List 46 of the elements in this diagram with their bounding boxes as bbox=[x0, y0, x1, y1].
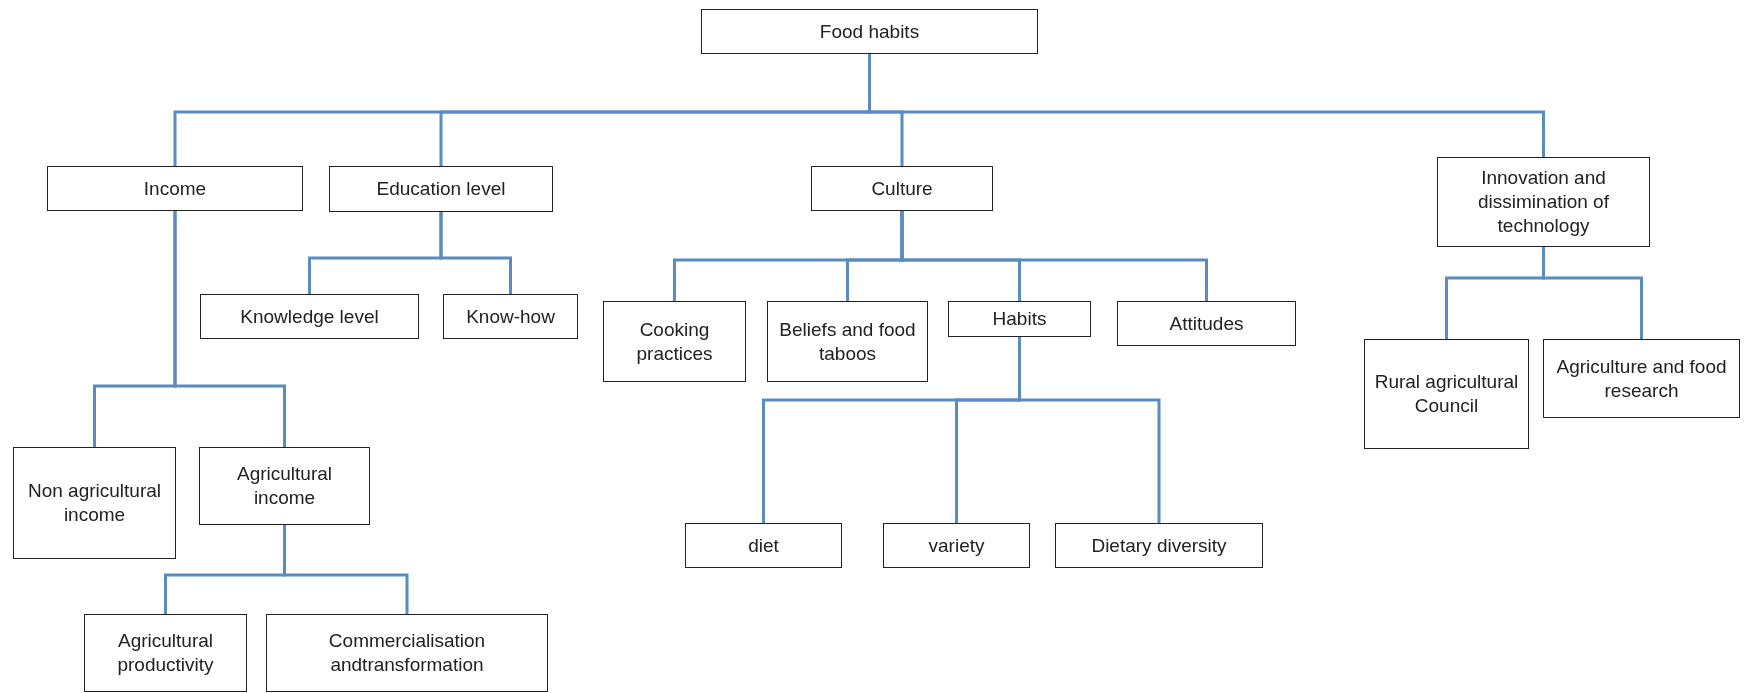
category-box bbox=[811, 166, 993, 211]
node-label: Cooking practices bbox=[635, 317, 714, 366]
category-box bbox=[1437, 157, 1650, 247]
category-box bbox=[1117, 301, 1296, 346]
connector-line bbox=[900, 211, 1208, 301]
category-box bbox=[266, 614, 548, 692]
connector-line bbox=[1018, 337, 1161, 523]
node-label: Habits bbox=[992, 307, 1047, 331]
node-label: Beliefs and food taboos bbox=[778, 317, 917, 366]
category-box bbox=[1055, 523, 1263, 568]
node-label: Culture bbox=[871, 176, 933, 201]
node-label: Food habits bbox=[819, 19, 920, 44]
node-label: diet bbox=[748, 533, 779, 558]
category-box bbox=[603, 301, 746, 382]
category-box bbox=[443, 294, 578, 339]
node-label: Agricultural income bbox=[235, 462, 333, 510]
category-box bbox=[1543, 339, 1740, 418]
node-label: Commercialisation andtransformation bbox=[327, 629, 487, 677]
node-label: Know-how bbox=[466, 304, 555, 329]
node-label: Dietary diversity bbox=[1091, 533, 1227, 558]
node-label: Attitudes bbox=[1169, 311, 1244, 336]
node-label: Knowledge level bbox=[240, 304, 379, 329]
node-label: Income bbox=[143, 176, 207, 201]
node-label: Non agricultural income bbox=[26, 479, 163, 527]
category-box bbox=[13, 447, 176, 559]
category-box bbox=[685, 523, 842, 568]
node-label: variety bbox=[928, 533, 985, 558]
category-box bbox=[1364, 339, 1529, 449]
connector-line bbox=[173, 211, 286, 447]
category-box bbox=[199, 447, 370, 525]
connector-line bbox=[439, 212, 512, 294]
connector-line bbox=[283, 525, 409, 614]
category-box bbox=[200, 294, 419, 339]
category-box bbox=[948, 301, 1091, 337]
connector-line bbox=[1542, 247, 1643, 339]
node-label: Agriculture and food research bbox=[1555, 354, 1728, 403]
node-label: Rural agricultural Council bbox=[1373, 370, 1520, 418]
node-label: Agricultural productivity bbox=[116, 629, 215, 677]
category-box bbox=[329, 166, 553, 212]
category-box bbox=[883, 523, 1030, 568]
category-box bbox=[84, 614, 247, 692]
node-label: Education level bbox=[376, 177, 506, 201]
node-label: Innovation and dissimination of technology bbox=[1477, 166, 1610, 238]
category-box bbox=[767, 301, 928, 382]
category-box bbox=[701, 9, 1038, 54]
category-box bbox=[47, 166, 303, 211]
